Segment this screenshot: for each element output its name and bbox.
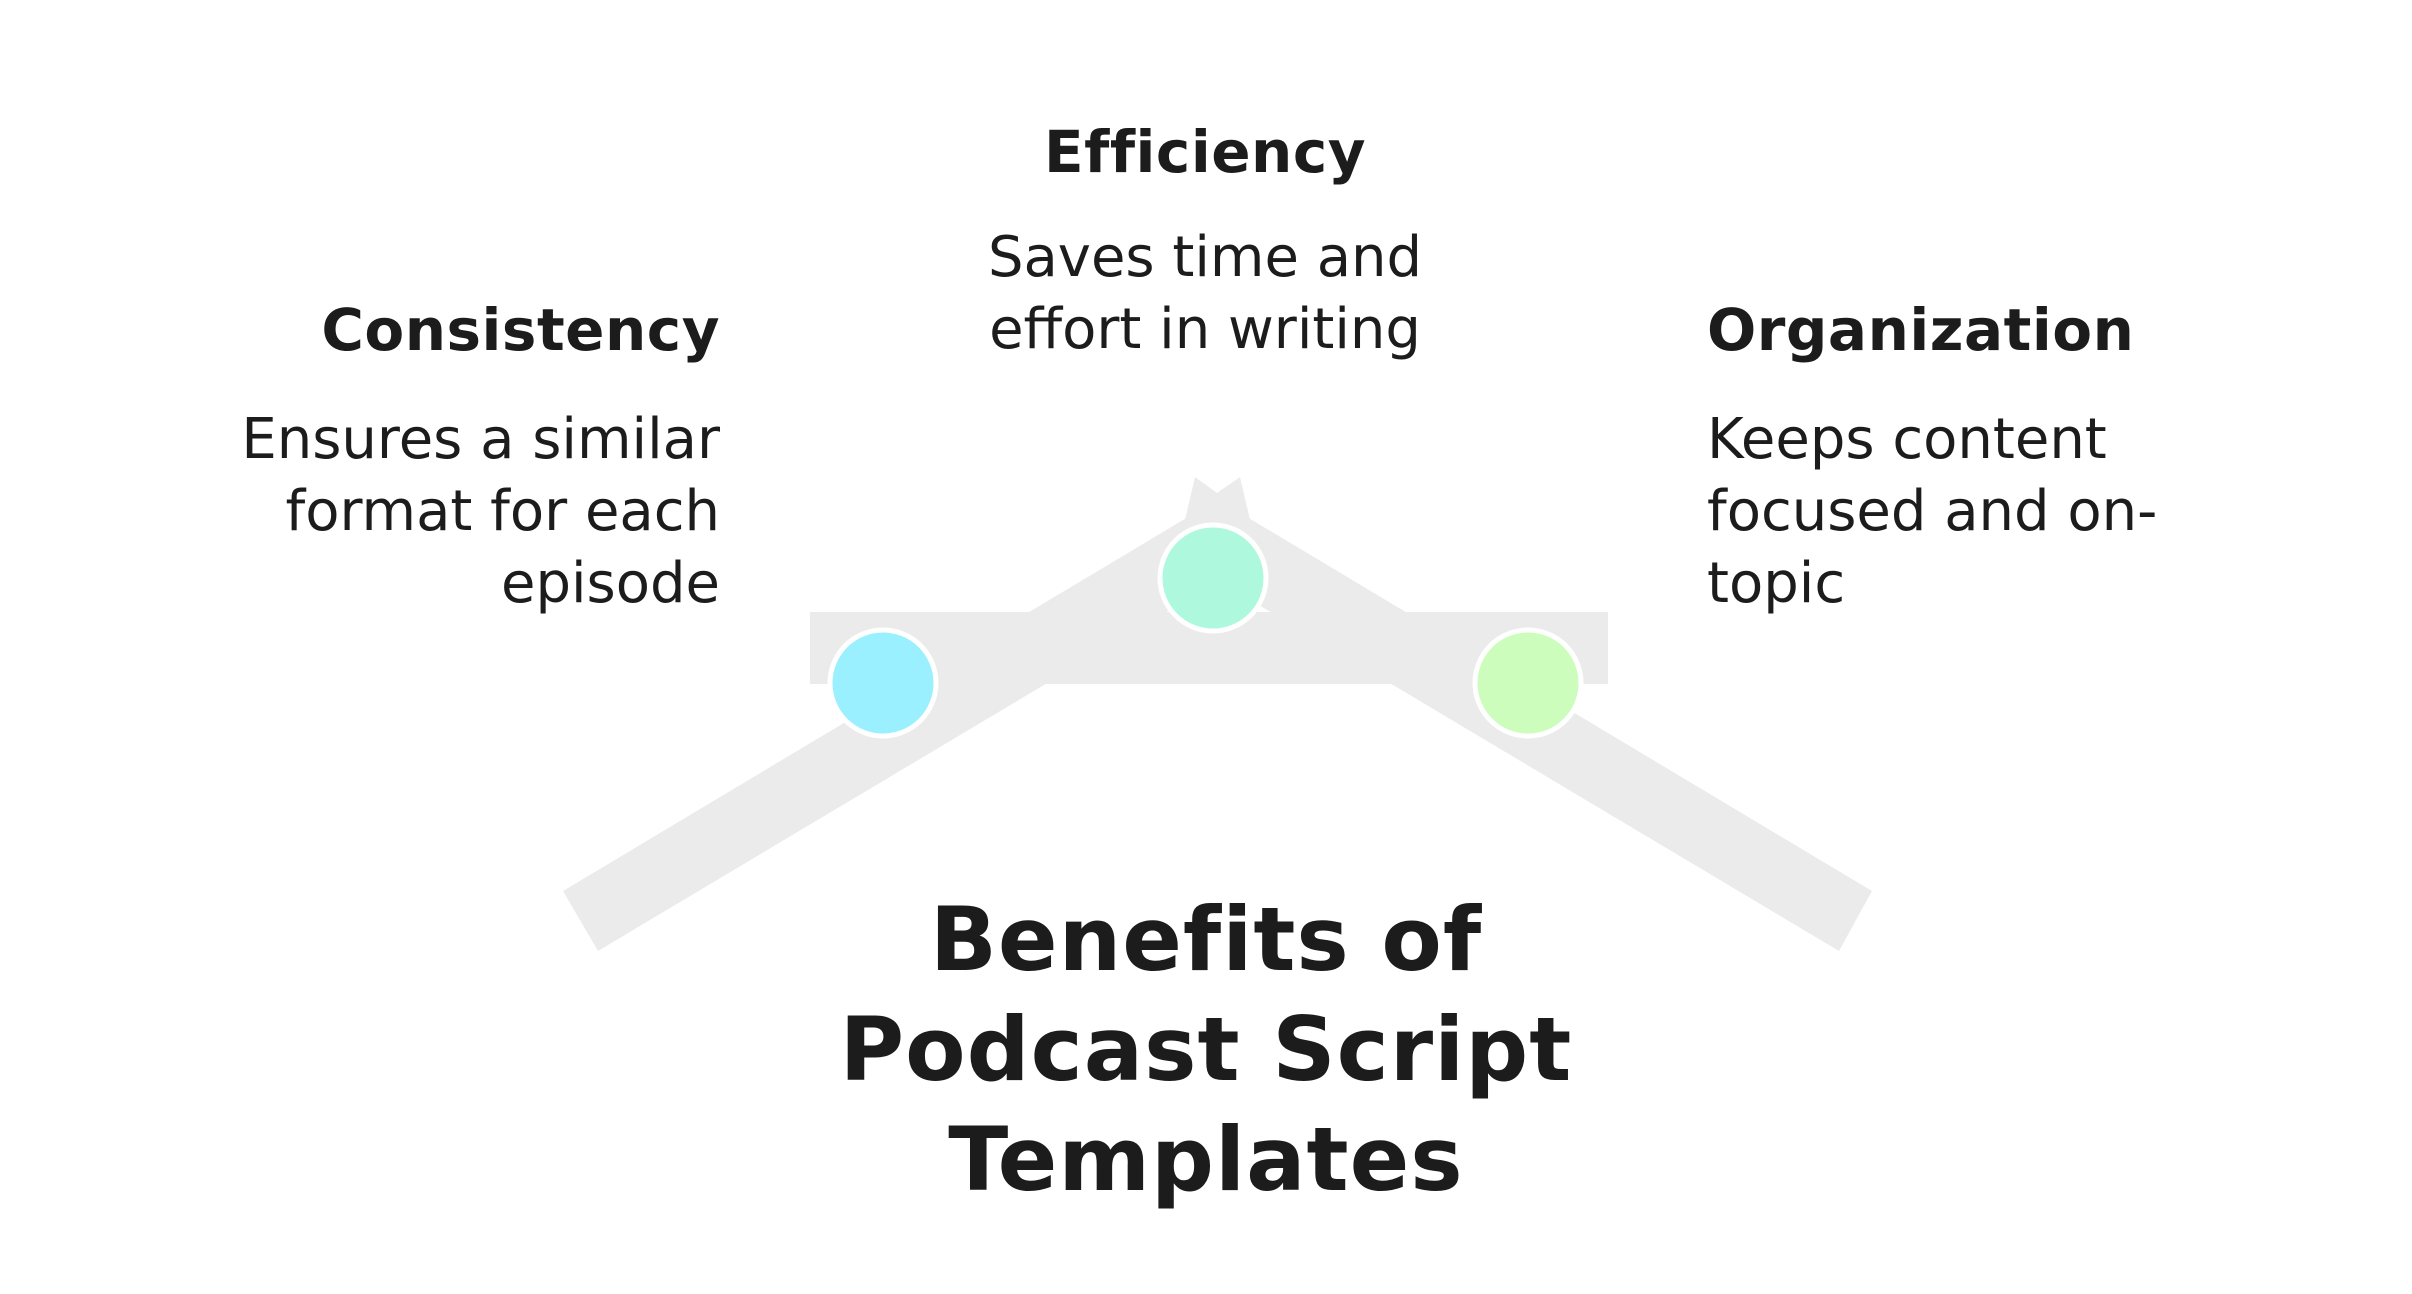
description-line: topic: [1707, 550, 1846, 616]
benefit-heading: Consistency: [321, 296, 720, 364]
title-line: Podcast Script: [839, 998, 1573, 1101]
benefit-description: Ensures a similar format for each episod…: [160, 404, 720, 620]
organization-dot: [1472, 627, 1584, 739]
benefit-description: Saves time and effort in writing: [935, 222, 1475, 366]
description-line: Ensures a similar: [241, 406, 720, 472]
benefit-heading: Efficiency: [1043, 118, 1367, 186]
benefit-heading: Organization: [1707, 296, 2135, 364]
description-line: Keeps content: [1707, 406, 2107, 472]
description-line: focused and on-: [1707, 478, 2158, 544]
description-line: episode: [501, 550, 720, 616]
description-line: format for each: [285, 478, 721, 544]
benefit-organization: Organization Keeps content focused and o…: [1707, 296, 2267, 620]
benefit-description: Keeps content focused and on- topic: [1707, 404, 2267, 620]
title-line: Templates: [948, 1108, 1464, 1211]
efficiency-dot: [1157, 522, 1269, 634]
consistency-dot: [827, 627, 939, 739]
description-line: Saves time and: [987, 224, 1423, 290]
benefit-efficiency: Efficiency Saves time and effort in writ…: [935, 118, 1475, 366]
diagram-title: Benefits of Podcast Script Templates: [806, 885, 1606, 1215]
description-line: effort in writing: [989, 296, 1421, 362]
benefit-consistency: Consistency Ensures a similar format for…: [160, 296, 720, 620]
title-line: Benefits of: [929, 888, 1483, 991]
